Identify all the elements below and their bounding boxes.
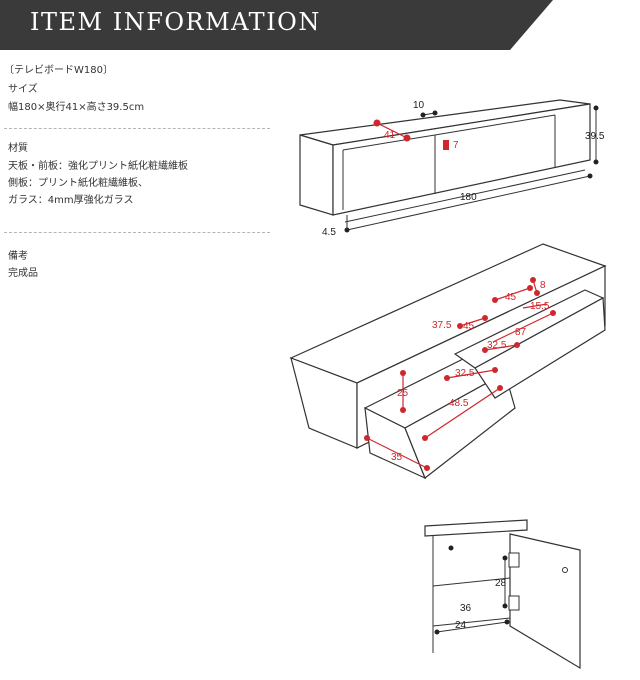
material-line: 側板：プリント紙化粧繊維板、 — [8, 178, 148, 189]
dim-height-label: 39.5 — [585, 131, 605, 142]
material-heading: 材質 — [8, 143, 28, 154]
dim-label: 24 — [455, 620, 467, 631]
material-line: 天板・前板：強化プリント紙化粧繊維板 — [8, 161, 188, 172]
dim-label: 48.5 — [449, 398, 469, 409]
dim-label: 35 — [391, 452, 403, 463]
dim-label: 45 — [505, 292, 517, 303]
banner-shape — [0, 0, 553, 50]
dimension-diagram-overall: 41 10 7 39.5 180 4.5 — [299, 99, 605, 238]
divider — [4, 128, 270, 129]
dim-leg-label: 4.5 — [322, 227, 336, 238]
section-banner: ITEM INFORMATION — [0, 0, 560, 50]
dim-label: 25 — [397, 388, 409, 399]
dim-label: 87 — [515, 327, 527, 338]
dim-label: 45 — [463, 321, 475, 332]
size-heading: サイズ — [8, 84, 38, 95]
dim-top-label: 10 — [413, 100, 425, 111]
dim-depth-label: 41 — [384, 130, 396, 141]
divider — [4, 232, 270, 233]
dim-label: 15.5 — [530, 301, 550, 312]
size-value: 幅180×奥行41×高さ39.5cm — [8, 102, 145, 113]
dim-width-label: 180 — [460, 192, 477, 203]
dim-label: 8 — [540, 280, 546, 291]
dim-label: 32.5 — [487, 340, 507, 351]
banner-title: ITEM INFORMATION — [30, 8, 321, 36]
dim-label: 28 — [495, 578, 507, 589]
notes-value: 完成品 — [8, 268, 38, 279]
notes-heading: 備考 — [8, 251, 28, 262]
dim-label: 37.5 — [432, 320, 452, 331]
dimension-diagram-drawers: 35 48.5 25 32.5 32.5 87 37.5 45 45 8 15.… — [289, 243, 607, 480]
dimension-diagram-cabinet: 28 36 24 — [424, 519, 581, 670]
dim-front-label: 7 — [453, 140, 459, 151]
dim-label: 36 — [460, 603, 472, 614]
dim-label: 32.5 — [455, 368, 475, 379]
material-line: ガラス：4mm厚強化ガラス — [8, 195, 134, 206]
product-name: 〔テレビボードW180〕 — [4, 65, 113, 76]
